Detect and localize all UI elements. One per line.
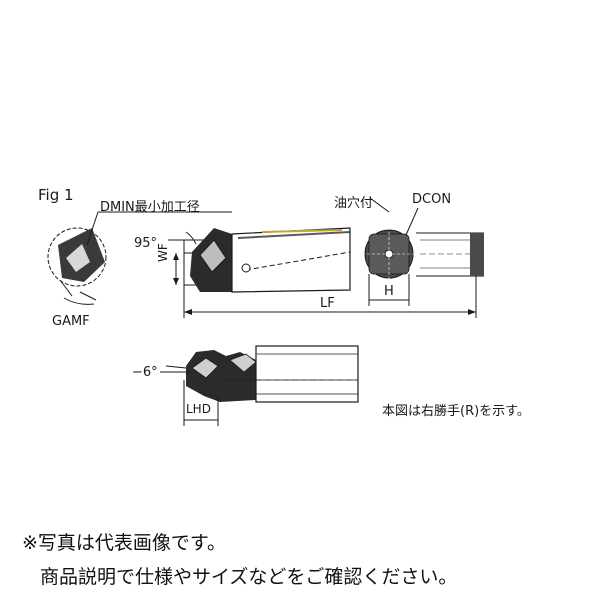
dcon-label: DCON bbox=[412, 192, 452, 207]
lf-label: LF bbox=[320, 296, 335, 311]
right-hand-note: 本図は右勝手(R)を示す。 bbox=[382, 404, 530, 419]
end-view-shank bbox=[362, 197, 419, 306]
lf-dimension-line bbox=[184, 309, 476, 315]
h-label: H bbox=[384, 284, 394, 299]
dmin-label: DMIN最小加工径 bbox=[100, 200, 200, 215]
photo-note: ※写真は代表画像です。 bbox=[22, 532, 227, 554]
wf-dimension-line bbox=[173, 253, 179, 285]
side-view-bar bbox=[183, 227, 351, 318]
gamf-label: GAMF bbox=[52, 314, 90, 329]
angle-neg6-label: −6° bbox=[132, 365, 158, 380]
angle-95-label: 95° bbox=[134, 236, 158, 251]
shank-rear bbox=[416, 232, 484, 318]
fig-label: Fig 1 bbox=[38, 186, 74, 204]
top-view-bar bbox=[160, 345, 359, 426]
lhd-label: LHD bbox=[186, 402, 211, 416]
angle-95-marker bbox=[168, 231, 197, 245]
min-bore-circle-view bbox=[47, 211, 107, 305]
wf-label: WF bbox=[156, 243, 170, 262]
spec-check-note: 商品説明で仕様やサイズなどをご確認ください。 bbox=[40, 566, 458, 588]
oil-hole-label: 油穴付 bbox=[334, 196, 374, 211]
